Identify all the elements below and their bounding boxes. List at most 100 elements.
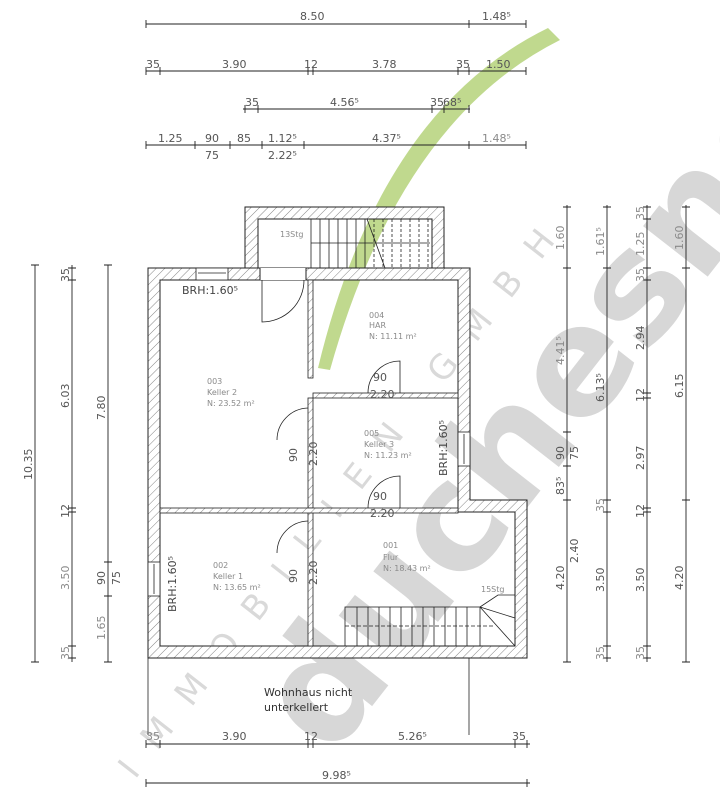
- dim-label: 1.60: [554, 226, 567, 251]
- dimensions-left: 10.35 35 6.03 12 3.50 35 7.80 90 75 1.65: [22, 268, 123, 660]
- dim-label: 68⁵: [443, 96, 461, 109]
- dim-label: 35: [245, 96, 259, 109]
- dim-label: 35: [594, 646, 607, 660]
- dim-label: 83⁵: [554, 477, 567, 495]
- dim-label: 2.94: [634, 326, 647, 351]
- room-name: Keller 1: [213, 572, 243, 581]
- dimensions-bottom: 35 3.90 12 5.26⁵ 35 9.98⁵: [146, 730, 526, 782]
- dim-label: 6.03: [59, 384, 72, 409]
- dim-label: 35: [430, 96, 444, 109]
- dim-label: 75: [568, 446, 581, 460]
- dim-label: 5.26⁵: [398, 730, 427, 743]
- dim-label: 9.98⁵: [322, 769, 351, 782]
- dim-label: 1.12⁵: [268, 132, 297, 145]
- room-name: Keller 2: [207, 388, 237, 397]
- stair-label-lower: 15Stg: [481, 585, 504, 594]
- room-number: 001: [383, 541, 398, 550]
- door-labels: 90 2.20 90 2.20 90 2.20 90 2.20: [287, 371, 395, 585]
- dim-label: 3.90: [222, 730, 247, 743]
- dim-label: 2.40: [568, 539, 581, 564]
- door-width: 90: [373, 490, 387, 503]
- dim-label: 90: [95, 571, 108, 585]
- dim-label: 4.20: [554, 566, 567, 591]
- room-name: HAR: [369, 321, 386, 330]
- room-area: N: 13.65 m²: [213, 583, 261, 592]
- dim-label: 3.90: [222, 58, 247, 71]
- door-width: 90: [373, 371, 387, 384]
- dim-label: 35: [634, 646, 647, 660]
- dim-label: 75: [110, 571, 123, 585]
- dim-label: 35: [59, 646, 72, 660]
- dim-label: 35: [594, 498, 607, 512]
- dimensions-top: 8.50 1.48⁵ 35 3.90 12 3.78 35 1.50 35 4.…: [146, 10, 511, 162]
- dim-label: 35: [146, 730, 160, 743]
- room-number: 002: [213, 561, 228, 570]
- door-height: 2.20: [307, 561, 320, 586]
- dim-label: 35: [512, 730, 526, 743]
- dim-label: 1.25: [158, 132, 183, 145]
- dimensions-right: 1.60 4.41⁵ 90 75 83⁵ 4.20 2.40 1.61⁵ 6.1…: [554, 206, 686, 660]
- room-area: N: 11.11 m²: [369, 332, 417, 341]
- door-width: 90: [287, 569, 300, 583]
- stair-label-upper: 13Stg: [280, 230, 303, 239]
- dim-label: 1.65: [95, 616, 108, 641]
- door-width: 90: [287, 448, 300, 462]
- window-brh-right: BRH:1.60⁵: [437, 420, 450, 476]
- dim-label: 4.20: [673, 566, 686, 591]
- dim-label: 1.50: [486, 58, 511, 71]
- dim-label: 3.78: [372, 58, 397, 71]
- dim-label: 4.41⁵: [554, 336, 567, 365]
- doors: [261, 279, 401, 554]
- dim-label: 8.50: [300, 10, 325, 23]
- room-number: 003: [207, 377, 222, 386]
- dimension-lines: [31, 20, 690, 787]
- stairs-upper: 13Stg: [280, 218, 430, 269]
- dim-label: 90: [554, 446, 567, 460]
- window-brh-left: BRH:1.60⁵: [166, 556, 179, 612]
- door-height: 2.20: [370, 388, 395, 401]
- dim-label: 75: [205, 149, 219, 162]
- dim-label: 1.48⁵: [482, 10, 511, 23]
- dim-label: 12: [304, 58, 318, 71]
- note-line1: Wohnhaus nicht: [264, 686, 353, 699]
- dim-label: 85: [237, 132, 251, 145]
- dim-label: 3.50: [59, 566, 72, 591]
- window-top: [195, 267, 229, 281]
- dim-label: 7.80: [95, 396, 108, 421]
- dim-label: 6.15: [673, 374, 686, 399]
- dim-label: 35: [456, 58, 470, 71]
- room-number: 005: [364, 429, 379, 438]
- dim-label: 12: [634, 388, 647, 402]
- dim-label: 6.13⁵: [594, 373, 607, 402]
- door-height: 2.20: [370, 507, 395, 520]
- room-area: N: 23.52 m²: [207, 399, 255, 408]
- dim-label: 4.37⁵: [372, 132, 401, 145]
- dim-label: 35: [59, 268, 72, 282]
- room-name: Flur: [383, 553, 399, 562]
- dim-label: 12: [59, 504, 72, 518]
- dim-label: 35: [634, 206, 647, 220]
- dim-label: 1.61⁵: [594, 227, 607, 256]
- window-brh-top: BRH:1.60⁵: [182, 284, 238, 297]
- dim-label: 1.25: [634, 232, 647, 257]
- dim-label: 35: [634, 268, 647, 282]
- dim-label: 90: [205, 132, 219, 145]
- dim-label: 3.50: [594, 568, 607, 593]
- dim-label: 1.60: [673, 226, 686, 251]
- watermark: duchesne IMMOBILIEN GMBH: [111, 28, 720, 786]
- dim-label: 2.22⁵: [268, 149, 297, 162]
- room-labels: 004 HAR N: 11.11 m² 003 Keller 2 N: 23.5…: [207, 311, 431, 592]
- dim-label: 3.50: [634, 568, 647, 593]
- dim-label: 35: [146, 58, 160, 71]
- dim-label: 1.48⁵: [482, 132, 511, 145]
- room-area: N: 11.23 m²: [364, 451, 412, 460]
- dim-label: 2.97: [634, 446, 647, 471]
- dim-label: 12: [634, 504, 647, 518]
- dim-label: 4.56⁵: [330, 96, 359, 109]
- room-number: 004: [369, 311, 384, 320]
- room-area: N: 18.43 m²: [383, 564, 431, 573]
- dim-label: 10.35: [22, 449, 35, 481]
- walls: [147, 206, 528, 659]
- note-line2: unterkellert: [264, 701, 329, 714]
